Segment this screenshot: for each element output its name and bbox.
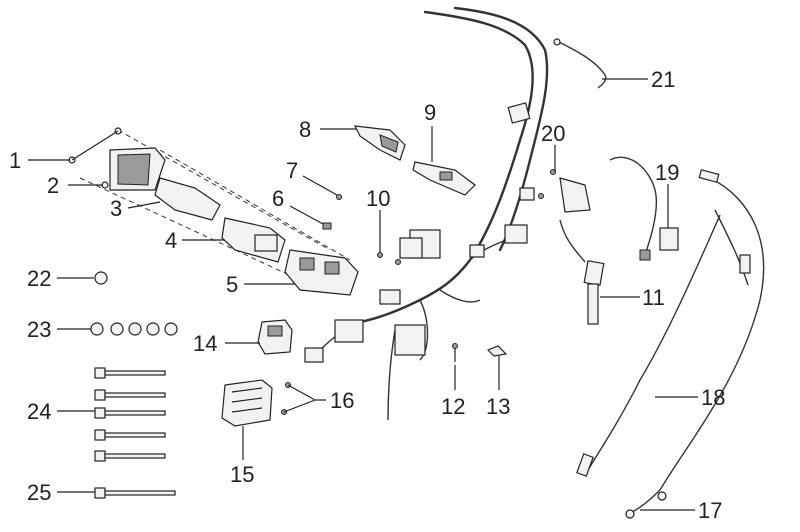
wire-lead-21 <box>553 38 607 89</box>
callout-2: 2 <box>47 173 59 198</box>
parts-1-5-assembly <box>68 127 359 296</box>
part-14-relay <box>257 319 293 355</box>
callout-12: 12 <box>441 394 465 419</box>
part-10-connector <box>377 237 423 265</box>
part-23-nuts <box>90 322 178 336</box>
part-8-bracket <box>353 125 406 161</box>
callout-7: 7 <box>286 158 298 183</box>
part-12-bolt <box>452 343 458 362</box>
callout-21: 21 <box>651 67 675 92</box>
callout-14: 14 <box>193 331 217 356</box>
part-25-bolt <box>94 487 176 499</box>
callout-1: 1 <box>9 148 21 173</box>
leader-lines <box>28 78 698 511</box>
main-wiring-harness <box>304 6 549 421</box>
callout-25: 25 <box>27 480 51 505</box>
callout-16: 16 <box>330 388 354 413</box>
parts-6-7-hardware <box>322 194 342 230</box>
part-19-sensor <box>609 156 679 261</box>
callout-13: 13 <box>486 394 510 419</box>
callout-15: 15 <box>230 462 254 487</box>
callout-10: 10 <box>366 186 390 211</box>
callout-6: 6 <box>272 186 284 211</box>
callout-24: 24 <box>27 399 51 424</box>
part-20-bracket <box>538 169 591 213</box>
callout-20: 20 <box>541 121 565 146</box>
part-9-module <box>412 161 476 196</box>
part-11-coil <box>559 219 605 325</box>
callout-22: 22 <box>27 266 51 291</box>
callout-8: 8 <box>299 117 311 142</box>
part-18-cable <box>576 169 765 491</box>
callout-3: 3 <box>110 196 122 221</box>
callout-17: 17 <box>698 498 722 523</box>
callout-9: 9 <box>424 100 436 125</box>
callout-23: 23 <box>27 317 51 342</box>
part-17-terminal <box>625 489 667 519</box>
callout-11: 11 <box>642 285 665 310</box>
callout-4: 4 <box>165 228 177 253</box>
callout-5: 5 <box>226 272 238 297</box>
part-24-bolts <box>94 367 166 462</box>
callout-19: 19 <box>655 160 679 185</box>
part-22-nut <box>94 271 108 285</box>
part-15-regulator <box>221 379 273 427</box>
callout-labels: 1 2 3 4 5 6 7 8 9 10 11 12 13 14 15 16 1… <box>9 67 725 523</box>
part-13-clip <box>486 345 508 357</box>
callout-18: 18 <box>701 385 725 410</box>
